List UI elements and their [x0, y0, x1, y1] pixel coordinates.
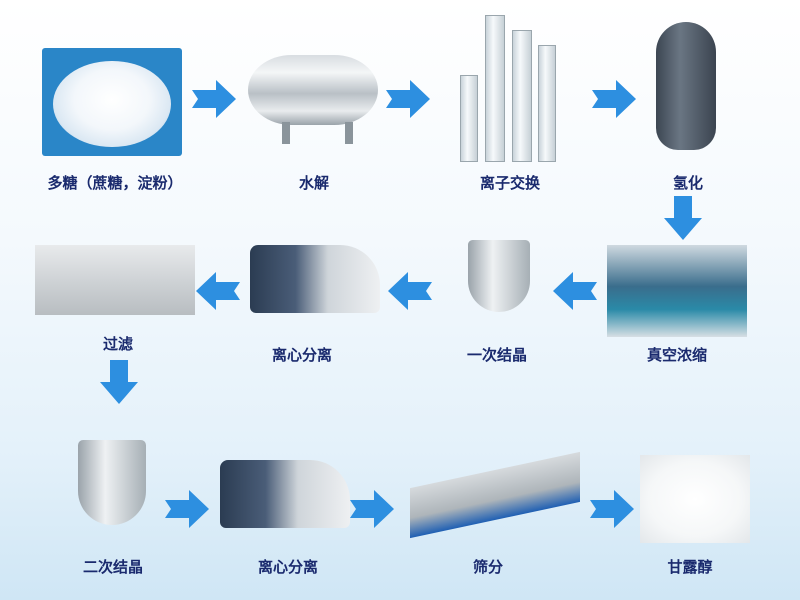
arrow-right-icon [192, 80, 236, 122]
step-label-primary-crystallization: 一次结晶 [466, 346, 528, 364]
arrow-left-icon [388, 272, 432, 314]
white-powder-image [640, 455, 750, 543]
filter-press-image [35, 245, 195, 315]
step-label-filtration: 过滤 [102, 335, 134, 353]
step-label-centrifugation-1: 离心分离 [271, 346, 333, 364]
crystallizer-reactor-image [468, 240, 530, 312]
arrow-left-icon [553, 272, 597, 314]
arrow-right-icon [350, 490, 394, 532]
step-label-vacuum-concentration: 真空浓缩 [646, 346, 708, 364]
step-label-hydrogenation: 氢化 [672, 174, 704, 192]
centrifuge-image [220, 460, 350, 528]
vacuum-evaporator-image [607, 245, 747, 337]
horizontal-tank-image [248, 55, 378, 125]
step-label-centrifugation-2: 离心分离 [257, 558, 319, 576]
crystallizer-reactor-image [78, 440, 146, 525]
arrow-right-icon [165, 490, 209, 532]
step-label-secondary-crystallization: 二次结晶 [82, 558, 144, 576]
hydrogenation-vessel-image [656, 22, 716, 150]
step-label-sieving: 筛分 [472, 558, 504, 576]
arrow-left-icon [196, 272, 240, 314]
arrow-down-icon [100, 360, 138, 408]
step-label-hydrolysis: 水解 [298, 174, 330, 192]
arrow-right-icon [590, 490, 634, 532]
ion-exchange-columns-image [450, 5, 570, 165]
centrifuge-image [250, 245, 380, 313]
sugar-crystals-image [42, 48, 182, 156]
step-label-ion-exchange: 离子交换 [479, 174, 541, 192]
arrow-right-icon [592, 80, 636, 122]
arrow-down-icon [664, 196, 702, 244]
arrow-right-icon [386, 80, 430, 122]
step-label-polysaccharide: 多糖（蔗糖，淀粉） [47, 174, 183, 192]
vibrating-sieve-image [410, 451, 580, 539]
step-label-mannitol: 甘露醇 [667, 558, 713, 576]
